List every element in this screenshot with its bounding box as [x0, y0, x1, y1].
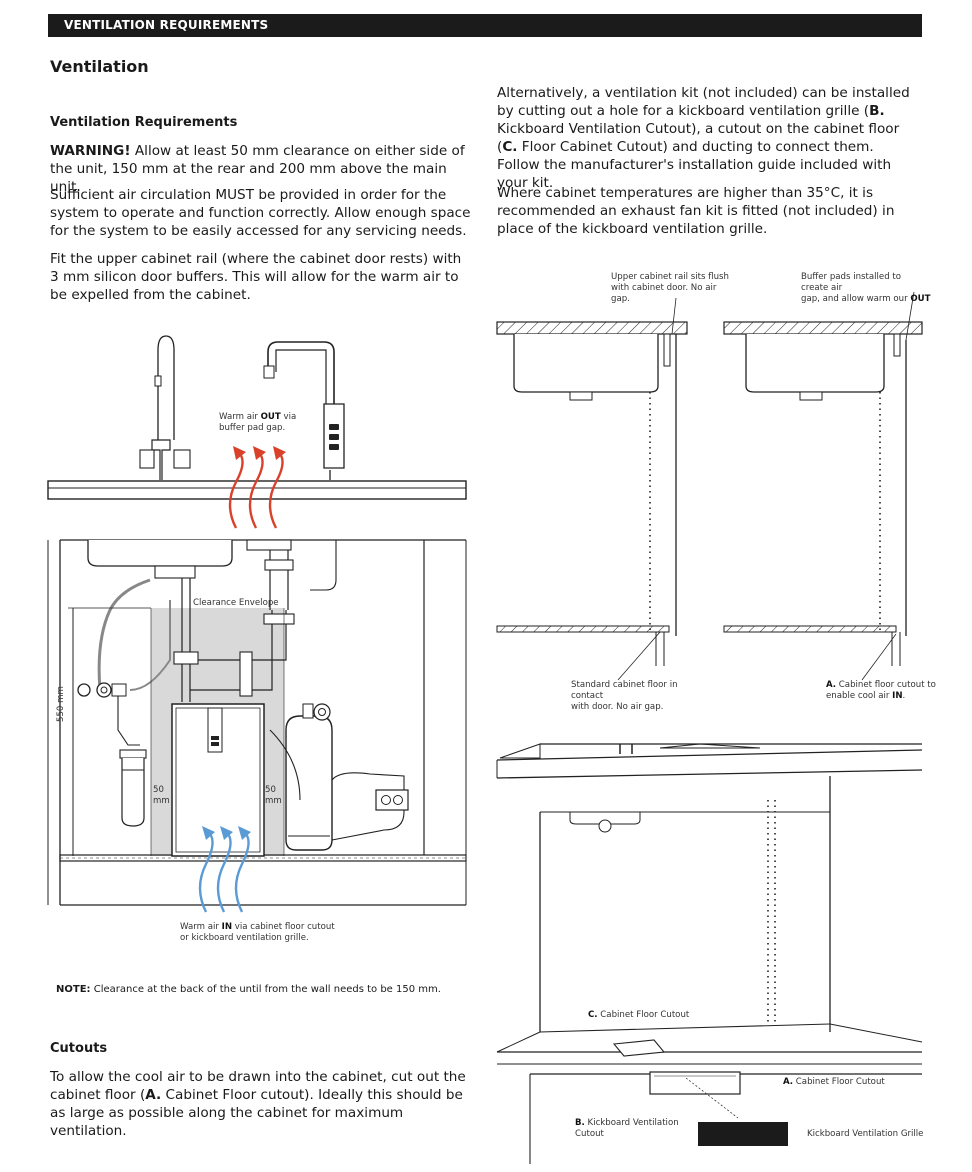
section-label: VENTILATION REQUIREMENTS	[64, 18, 269, 32]
page-title: Ventilation	[50, 57, 149, 76]
left-tap	[151, 439, 171, 480]
cutouts-paragraph: To allow the cool air to be drawn into t…	[50, 1069, 466, 1139]
kickboard-grille-label: Kickboard Ventilation Grille	[807, 1129, 924, 1139]
drain-pipe	[190, 550, 289, 691]
floor-cutout-c	[612, 1039, 666, 1057]
power-outlet	[375, 789, 409, 811]
cutouts-heading: Cutouts	[50, 1041, 108, 1056]
warm-air-arrows	[228, 451, 284, 529]
filter-tap	[323, 403, 345, 480]
exhaust-paragraph: Where cabinet temperatures are higher th…	[497, 185, 895, 237]
cabinet-floor-cutout-a-label: A. Cabinet Floor Cutout	[783, 1077, 885, 1087]
kit-paragraph: Alternatively, a ventilation kit (not in…	[497, 85, 910, 191]
circulation-paragraph: Sufficient air circulation MUST be provi…	[50, 187, 471, 239]
cool-air-arrows	[198, 831, 250, 913]
warning-label: WARNING!	[50, 143, 131, 159]
note-text: NOTE: Clearance at the back of the until…	[56, 984, 441, 995]
section-header-bar: VENTILATION REQUIREMENTS	[48, 14, 922, 37]
requirements-heading: Ventilation Requirements	[50, 115, 238, 130]
kickboard-grille	[698, 1122, 788, 1146]
rail-paragraph: Fit the upper cabinet rail (where the ca…	[50, 251, 462, 303]
warning-paragraph: WARNING! Allow at least 50 mm clearance …	[50, 143, 465, 195]
cabinet-floor-cutout-c-label: C. Cabinet Floor Cutout	[588, 1010, 690, 1020]
kickboard-cutout-b	[649, 1071, 741, 1095]
clearance-envelope-label: Clearance Envelope	[193, 598, 279, 608]
